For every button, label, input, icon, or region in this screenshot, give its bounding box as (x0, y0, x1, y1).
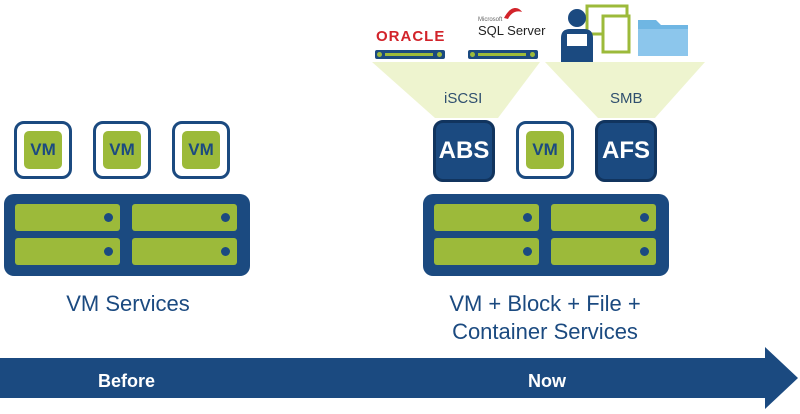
sql-label: SQL Server (478, 23, 546, 38)
drive-led (104, 213, 113, 222)
drive (551, 204, 656, 231)
drive (132, 238, 237, 265)
smb-beam (545, 62, 705, 118)
before-label: Before (98, 371, 156, 391)
vm-tile: VM (516, 121, 574, 179)
vm-tile: VM (172, 121, 230, 179)
vm-label: VM (526, 131, 564, 169)
abs-tile: ABS (433, 120, 495, 182)
drive (434, 204, 539, 231)
folder-icon (638, 20, 688, 56)
before-caption: VM Services (66, 291, 190, 316)
drive (15, 204, 120, 231)
user-desktop-icon (561, 4, 631, 62)
now-caption-line2: Container Services (452, 319, 638, 344)
vm-label: VM (182, 131, 220, 169)
oracle-logo: ORACLE (376, 28, 446, 45)
server-block-now (423, 194, 669, 276)
drive-led (104, 247, 113, 256)
sql-small-label: Microsoft (478, 17, 503, 23)
iscsi-label: iSCSI (444, 90, 483, 107)
vm-tile: VM (14, 121, 72, 179)
oracle-server-icon (375, 50, 445, 59)
sql-server-swirl-icon (504, 8, 522, 19)
iscsi-beam (372, 62, 540, 118)
now-caption: VM + Block + File + Container Services (400, 290, 690, 346)
drive-led (640, 247, 649, 256)
drive-led (221, 247, 230, 256)
drive (434, 238, 539, 265)
drive-led (523, 247, 532, 256)
vm-label: VM (103, 131, 141, 169)
afs-tile: AFS (595, 120, 657, 182)
server-block-before (4, 194, 250, 276)
smb-label: SMB (610, 90, 643, 107)
now-caption-line1: VM + Block + File + (449, 291, 641, 316)
drive-led (640, 213, 649, 222)
drive-led (221, 213, 230, 222)
drive (551, 238, 656, 265)
drive (15, 238, 120, 265)
now-label: Now (528, 371, 566, 391)
timeline-arrow (0, 347, 798, 409)
vm-tile: VM (93, 121, 151, 179)
drive (132, 204, 237, 231)
drive-led (523, 213, 532, 222)
sql-server-logo: Microsoft SQL Server (478, 17, 545, 38)
vm-label: VM (24, 131, 62, 169)
sql-server-icon (468, 50, 538, 59)
